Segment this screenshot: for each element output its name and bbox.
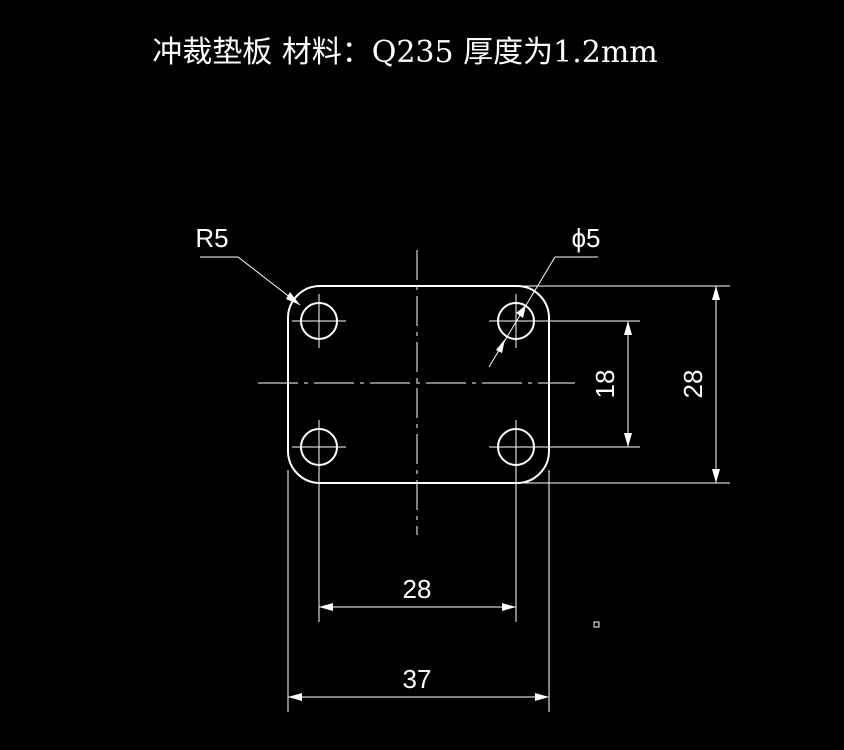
drawing-title: 冲裁垫板 材料：Q235 厚度为1.2mm	[152, 35, 658, 70]
point-marker	[593, 621, 600, 628]
dimension-28-vertical-label: 28	[678, 370, 708, 399]
dimension-28-vertical	[518, 285, 730, 484]
dimension-18-label: 18	[590, 370, 620, 399]
radius-leader	[200, 256, 301, 306]
plate-outline	[287, 285, 550, 484]
radius-label: R5	[195, 223, 228, 253]
hole-top-left	[292, 294, 346, 348]
dimension-28-horizontal-label: 28	[403, 574, 432, 604]
dimension-37-label: 37	[403, 664, 432, 694]
dimension-28-horizontal	[318, 465, 517, 622]
dimension-18-vertical	[534, 320, 640, 448]
diameter-label: ϕ5	[571, 223, 600, 253]
dimension-37-horizontal	[287, 470, 550, 712]
diameter-leader	[488, 256, 598, 368]
